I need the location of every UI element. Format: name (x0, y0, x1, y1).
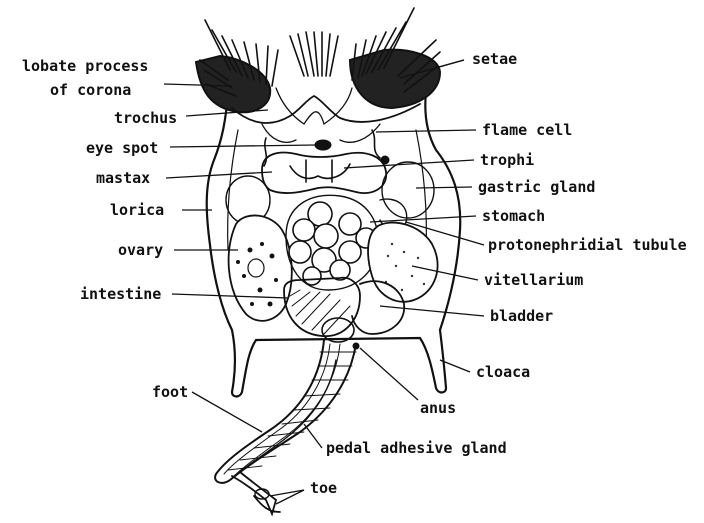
leader-flame-cell (376, 130, 476, 132)
leader-trophi (344, 160, 474, 168)
label-lorica: lorica (110, 201, 164, 219)
label-foot: foot (152, 383, 188, 401)
label-ovary: ovary (118, 241, 163, 259)
leader-bladder (380, 306, 484, 316)
leader-pedal-gland (304, 424, 322, 448)
foot-group (215, 340, 359, 514)
label-lobate-process-1: lobate process (22, 57, 148, 75)
label-trophi: trophi (480, 151, 534, 169)
label-cloaca: cloaca (476, 363, 530, 381)
label-bladder: bladder (490, 307, 553, 325)
label-anus: anus (420, 399, 456, 417)
label-eye-spot: eye spot (86, 139, 158, 157)
anus-marker (353, 343, 359, 349)
label-flame-cell: flame cell (482, 121, 572, 139)
label-setae: setae (472, 50, 517, 68)
leader-foot (192, 392, 262, 432)
leader-anus (360, 348, 418, 400)
labels: lobate process of corona trochus eye spo… (22, 50, 687, 497)
organs (226, 130, 438, 342)
eye-spot (315, 140, 331, 150)
setae-center (290, 32, 338, 76)
label-trochus: trochus (114, 109, 177, 127)
label-intestine: intestine (80, 285, 161, 303)
label-stomach: stomach (482, 207, 545, 225)
flame-cell-dot (381, 156, 389, 164)
label-gastric-gland: gastric gland (478, 178, 595, 196)
ovary (229, 215, 292, 320)
label-protonephridial-tubule: protonephridial tubule (488, 236, 687, 254)
label-vitellarium: vitellarium (484, 271, 583, 289)
toe (232, 472, 280, 514)
flame-cell-right (372, 130, 380, 158)
leader-lines (164, 60, 484, 504)
label-mastax: mastax (96, 169, 150, 187)
corona-group (196, 8, 440, 142)
mastax (262, 153, 386, 194)
label-lobate-process-2: of corona (50, 81, 131, 99)
gastric-gland (382, 162, 434, 218)
head-notches (262, 124, 380, 142)
label-pedal-adhesive-gland: pedal adhesive gland (326, 439, 507, 457)
leader-eye-spot (170, 145, 316, 147)
label-toe: toe (310, 479, 337, 497)
trophi (290, 160, 350, 182)
stomach (289, 202, 376, 285)
